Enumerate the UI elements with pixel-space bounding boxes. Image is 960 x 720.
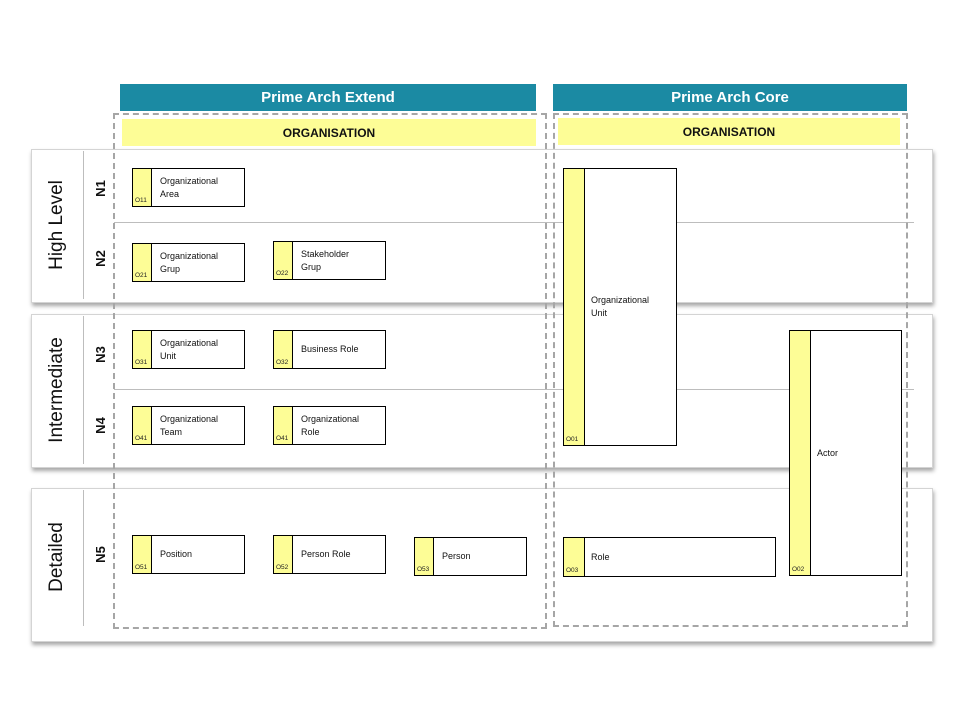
element-code: O41 [276,435,289,442]
element-box-business-role[interactable]: O32 Business Role [273,330,386,369]
element-box-person-role[interactable]: O52 Person Role [273,535,386,574]
element-code: O21 [135,272,148,279]
element-label: Position [160,549,193,559]
element-box-stakeholder-grup[interactable]: O22 Stakeholder Grup [273,241,386,280]
element-box-organizational-unit-extend[interactable]: O31 Organizational Unit [132,330,245,369]
level-divider-n3-n4 [114,389,914,390]
element-label: Stakeholder Grup [301,249,350,272]
element-tab [790,331,811,575]
level-divider-n1-n2 [114,222,914,223]
element-tab [133,407,152,444]
level-label-n4: N4 [92,416,108,434]
element-label: Person Role [301,549,351,559]
element-tab [133,331,152,368]
element-label: Person [442,551,471,561]
element-box-actor[interactable]: O02 Actor [789,330,902,576]
element-code: O03 [566,567,579,574]
element-tab [415,538,434,575]
element-code: O22 [276,270,289,277]
element-label: Organizational Area [160,176,219,199]
element-tab [133,244,152,281]
element-box-organizational-area[interactable]: O11 Organizational Area [132,168,245,207]
level-label-n1: N1 [92,179,108,197]
element-label: Business Role [301,344,359,354]
element-tab [274,242,293,279]
band-divider-high [83,151,84,299]
element-code: O51 [135,564,148,571]
element-tab [274,331,293,368]
extend-group-outline [113,113,547,629]
element-tab [274,407,293,444]
element-box-person[interactable]: O53 Person [414,537,527,576]
element-box-organizational-team[interactable]: O41 Organizational Team [132,406,245,445]
element-box-role[interactable]: O03 Role [563,537,776,577]
subheader-core-organisation: ORGANISATION [558,118,900,145]
element-label: Organizational Unit [591,295,650,318]
core-group-outline [553,113,908,627]
element-label: Role [591,551,610,562]
band-divider-detailed [83,490,84,626]
element-label: Actor [817,447,839,458]
level-label-n5: N5 [92,545,108,563]
band-label-intermediate: Intermediate [46,337,67,443]
element-tab [133,536,152,573]
element-tab [564,169,585,445]
header-prime-arch-core: Prime Arch Core [553,84,907,111]
header-prime-arch-extend: Prime Arch Extend [120,84,536,111]
subheader-extend-organisation: ORGANISATION [122,119,536,146]
element-box-organizational-grup[interactable]: O21 Organizational Grup [132,243,245,282]
level-label-n3: N3 [92,345,108,363]
band-label-high-level: High Level [46,180,67,270]
band-label-detailed: Detailed [46,522,67,592]
element-box-organizational-role[interactable]: O41 Organizational Role [273,406,386,445]
element-code: O32 [276,359,289,366]
element-code: O11 [135,197,147,204]
element-label: Organizational Team [160,414,219,437]
element-box-organizational-unit-core[interactable]: O01 Organizational Unit [563,168,677,446]
element-code: O52 [276,564,289,571]
element-code: O53 [417,566,430,573]
band-divider-intermediate [83,316,84,464]
element-tab [274,536,293,573]
element-code: O31 [135,359,148,366]
element-box-position[interactable]: O51 Position [132,535,245,574]
element-code: O02 [792,566,805,573]
element-tab [133,169,152,206]
element-label: Organizational Unit [160,338,219,361]
element-label: Organizational Role [301,414,360,437]
element-code: O01 [566,436,579,443]
element-code: O41 [135,435,148,442]
element-tab [564,538,585,576]
element-label: Organizational Grup [160,251,219,274]
level-label-n2: N2 [92,249,108,267]
